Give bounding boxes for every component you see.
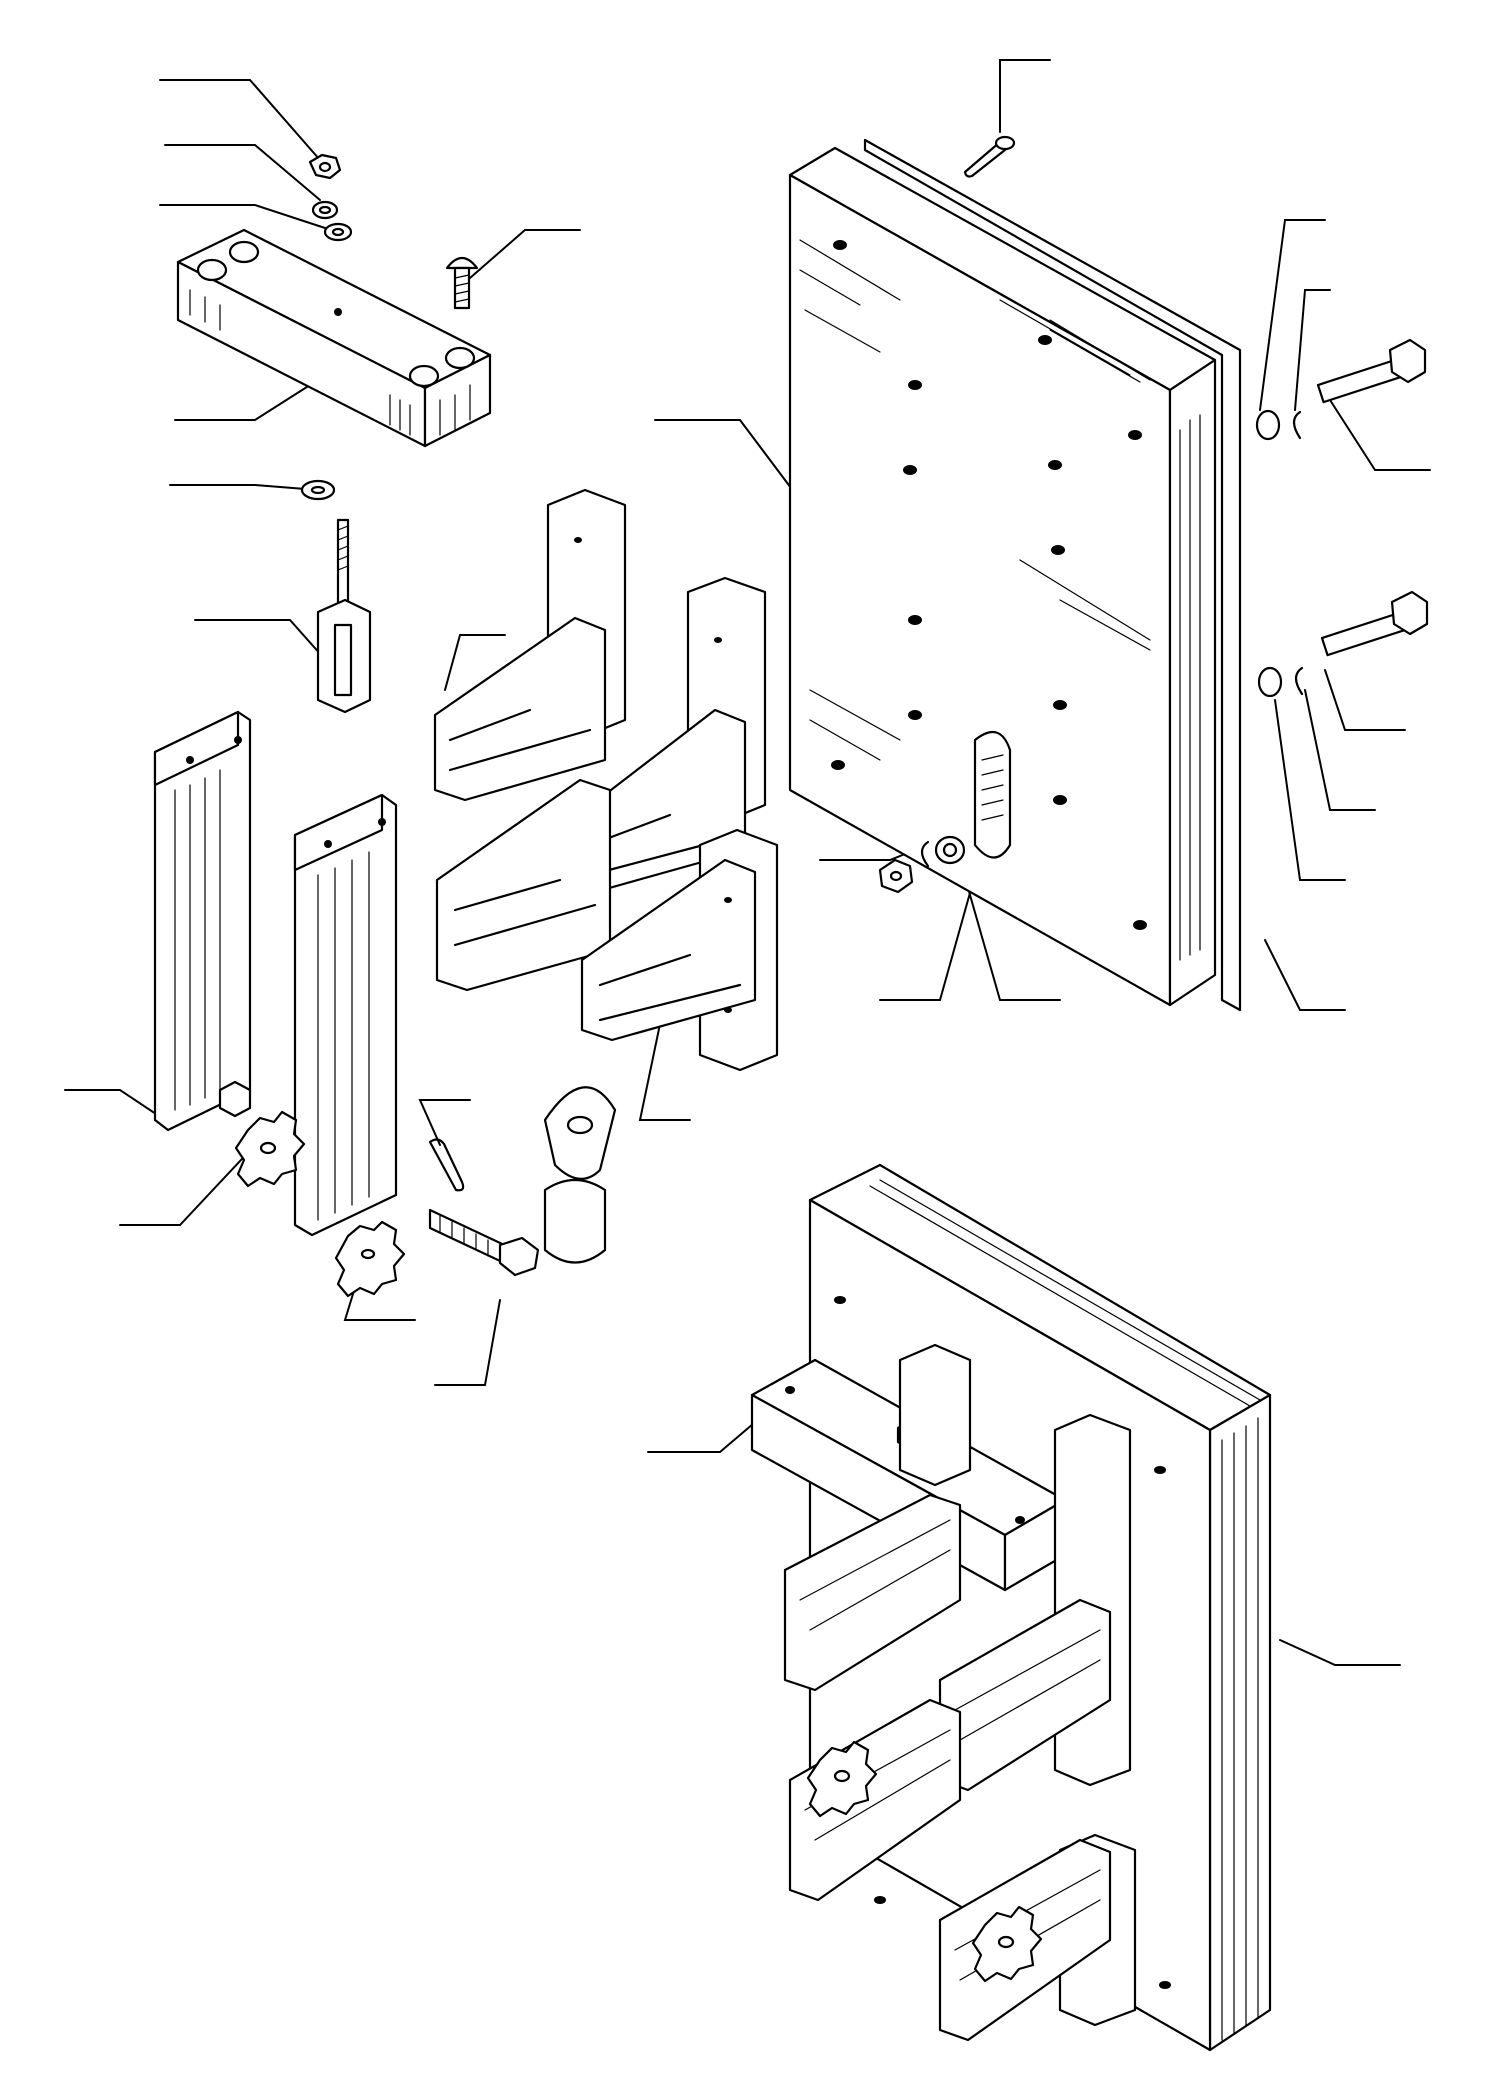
leader-assembled-panel [1279,1639,1401,1666]
contact-jaw-left [435,778,612,992]
blade-middle [293,793,398,1237]
lock-washer-top [311,200,339,220]
star-washer-mid [334,1220,406,1298]
leader-nut-top [159,79,321,161]
leader-blade-left [64,1089,166,1121]
leader-nut-mid [879,874,976,1001]
leader-lower-jaw [638,999,691,1121]
leader-contact-jaw [444,634,506,691]
leader-bolt-right-2 [1324,669,1406,731]
upper-block [176,228,492,448]
leader-star-washer-left [119,1144,256,1226]
assembled-switch [750,1163,1272,2052]
cable-terminal [543,1086,617,1264]
leader-base-panel [654,419,801,501]
leader-lock-washer-top [164,144,321,201]
contact-jaw-upper [433,488,627,802]
leader-lockwasher-right-1 [1294,289,1331,411]
leader-washer-right-1 [1259,219,1326,411]
wood-screw [963,135,1016,178]
leader-assembled-block [647,1417,761,1453]
leader-washer-mid-right [959,859,1061,1001]
contact-jaw-lower [580,828,779,1072]
cotter-pin [428,1138,465,1192]
washer-mid [300,479,336,501]
leader-washer-top [159,204,326,229]
hex-bolt [428,1208,540,1277]
blade-left [153,710,252,1132]
leader-lockwasher-right-2 [1304,689,1376,811]
mid-fasteners [878,835,966,894]
screw-top [445,256,479,310]
leader-washer-mid [169,484,319,491]
leader-cotter-pin [418,1099,471,1146]
leader-upper-block [174,384,311,421]
bolt-right-1 [1255,338,1427,441]
leader-clevis [194,619,331,666]
star-washer-left [234,1110,306,1188]
leader-insulating-sheet [1264,939,1346,1011]
leader-wood-screw [999,59,1051,133]
base-panel [788,138,1242,1012]
clevis [316,518,372,714]
leader-washer-right-2 [1274,699,1346,881]
leader-screw-top [469,229,581,279]
leader-hex-bolt [434,1299,501,1386]
washer-top [323,222,353,242]
bolt-right-2 [1257,590,1429,698]
leader-bolt-right-1 [1329,399,1431,471]
nut-top [308,153,342,180]
leader-lines [64,59,1431,1666]
